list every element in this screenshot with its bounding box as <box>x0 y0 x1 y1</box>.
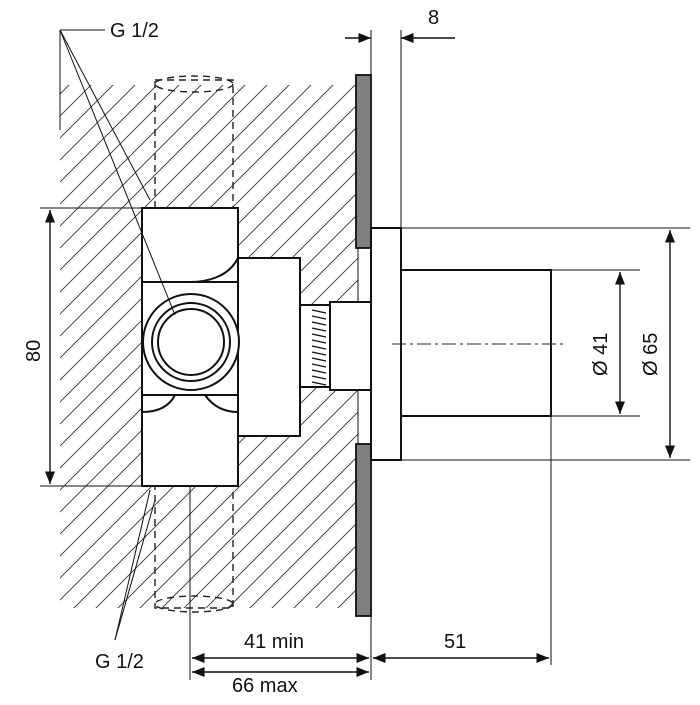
hatch-line <box>179 85 358 608</box>
hatch-line <box>60 85 265 608</box>
hatch-line <box>60 85 287 608</box>
dimension-lines <box>44 32 676 678</box>
hatch-line <box>686 0 700 700</box>
hatch-line <box>91 85 358 608</box>
dim-label-66max: 66 max <box>232 675 298 697</box>
hatch-line <box>69 85 358 608</box>
hatch-line <box>60 85 358 608</box>
hatch-line <box>60 85 358 608</box>
thread-line <box>311 309 327 314</box>
thread-label-bottom: G 1/2 <box>95 651 144 673</box>
thread-line <box>311 381 327 386</box>
dim-label-41min: 41 min <box>244 631 304 653</box>
hatch-line <box>60 85 353 608</box>
hatch-line <box>223 85 358 608</box>
hatch-line <box>201 85 358 608</box>
thread-line <box>311 363 327 368</box>
dim-label-d65: Ø 65 <box>640 333 662 376</box>
thread-line <box>311 351 327 356</box>
hatch-line <box>532 0 700 700</box>
thread-line <box>311 315 327 320</box>
hatch-line <box>60 85 358 608</box>
thread-line <box>311 339 327 344</box>
valve-body <box>141 207 373 487</box>
hatch-line <box>157 85 358 608</box>
thread-line <box>311 327 327 332</box>
hatch-line <box>60 85 199 608</box>
thread-line <box>311 357 327 362</box>
thread-line <box>311 345 327 350</box>
hatch-line <box>60 85 358 608</box>
thread-line <box>311 333 327 338</box>
thread-lines <box>311 309 327 386</box>
dim-label-80: 80 <box>23 340 45 362</box>
hatch-line <box>60 85 358 608</box>
thread-line <box>311 369 327 374</box>
dim-label-8: 8 <box>428 7 439 29</box>
dim-label-d41: Ø 41 <box>590 333 612 376</box>
thread-label-top: G 1/2 <box>110 20 159 42</box>
hatch-line <box>60 85 358 608</box>
thread-leaders <box>59 29 176 641</box>
hatch-line <box>0 0 22 700</box>
dim-label-51: 51 <box>444 631 466 653</box>
hatch-line <box>60 85 358 608</box>
hatch-line <box>60 85 221 608</box>
thread-line <box>311 375 327 380</box>
hatch-line <box>135 85 358 608</box>
wall-plate-bottom <box>355 443 372 617</box>
wall-plate-top <box>355 74 372 249</box>
handle <box>400 269 552 417</box>
hatch-line <box>60 85 243 608</box>
hatch-line <box>554 0 700 700</box>
hatch-line <box>113 85 358 608</box>
hatch-line <box>60 85 331 608</box>
hatch-line <box>60 85 309 608</box>
hatch-line <box>60 85 358 608</box>
extension-lines <box>40 30 690 680</box>
thread-line <box>311 321 327 326</box>
